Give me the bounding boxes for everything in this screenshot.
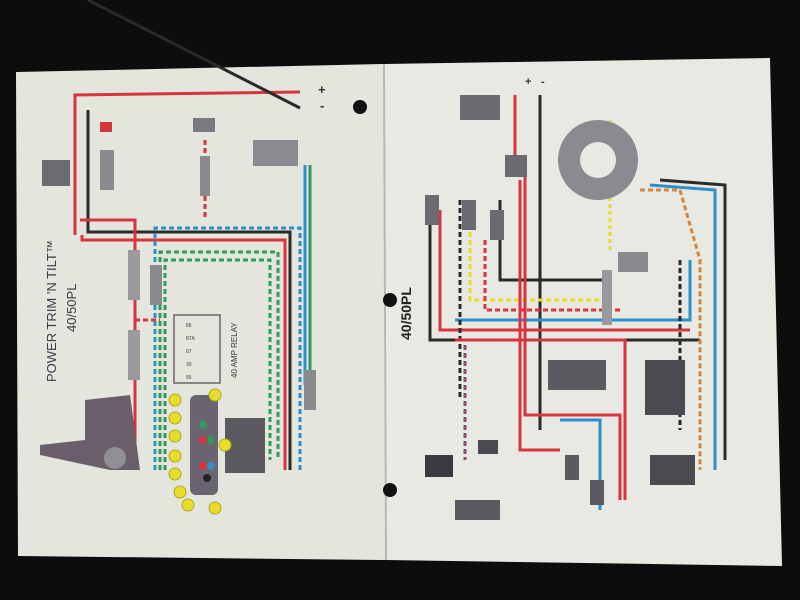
page-spine bbox=[383, 63, 387, 561]
cdi-module bbox=[645, 360, 685, 415]
right-model-label: 40/50PL bbox=[398, 287, 414, 340]
right-battery-negative: - bbox=[541, 76, 545, 88]
regulator bbox=[650, 455, 695, 485]
binder-hole bbox=[353, 100, 367, 114]
relay-pin: 30 bbox=[186, 362, 192, 368]
right-page bbox=[384, 58, 782, 566]
connector bbox=[425, 195, 439, 225]
left-components bbox=[40, 118, 316, 495]
left-battery-positive: + bbox=[318, 82, 326, 97]
connector bbox=[128, 250, 140, 300]
relay-pin: 85 bbox=[186, 375, 192, 381]
diagram-title: POWER TRIM 'N TILT™ bbox=[44, 240, 59, 382]
starter-motor bbox=[460, 95, 500, 120]
ignition-coil bbox=[425, 455, 453, 477]
circuit-breaker bbox=[100, 122, 112, 132]
solenoid bbox=[505, 155, 527, 177]
power-pack bbox=[548, 360, 606, 390]
relay-label: 40 AMP RELAY bbox=[230, 322, 239, 378]
fuse-holder bbox=[100, 150, 114, 190]
connector bbox=[462, 200, 476, 230]
binder-hole bbox=[383, 293, 397, 307]
relay-pin: 87 bbox=[186, 349, 192, 355]
connector bbox=[150, 265, 162, 305]
left-model-label: 40/50PL bbox=[64, 283, 79, 332]
connector bbox=[565, 455, 579, 480]
left-battery-negative: - bbox=[320, 98, 325, 113]
connector bbox=[128, 330, 140, 380]
connector bbox=[200, 156, 210, 196]
relay-harness-plug bbox=[225, 418, 265, 473]
connector bbox=[478, 440, 498, 454]
starter-solenoid bbox=[42, 160, 70, 186]
rectifier bbox=[618, 252, 648, 272]
trim-sender bbox=[253, 140, 298, 166]
connector bbox=[490, 210, 504, 240]
right-battery-positive: + bbox=[525, 76, 532, 88]
terminal-strip bbox=[602, 270, 612, 325]
binder-hole bbox=[383, 483, 397, 497]
connector bbox=[304, 370, 316, 410]
relay-diagram-box bbox=[173, 314, 221, 384]
trim-switch-connector bbox=[193, 118, 215, 132]
right-components bbox=[425, 95, 695, 520]
relay-terminal-labels bbox=[168, 388, 232, 515]
left-wiring bbox=[73, 0, 312, 470]
right-wiring bbox=[428, 95, 727, 510]
primer-solenoid bbox=[455, 500, 500, 520]
connector bbox=[590, 480, 604, 505]
relay-pin: 86 bbox=[186, 323, 192, 329]
relay-pin: 87A bbox=[186, 336, 195, 342]
relay-pin-labels: 86 87A 87 30 85 bbox=[186, 320, 195, 385]
